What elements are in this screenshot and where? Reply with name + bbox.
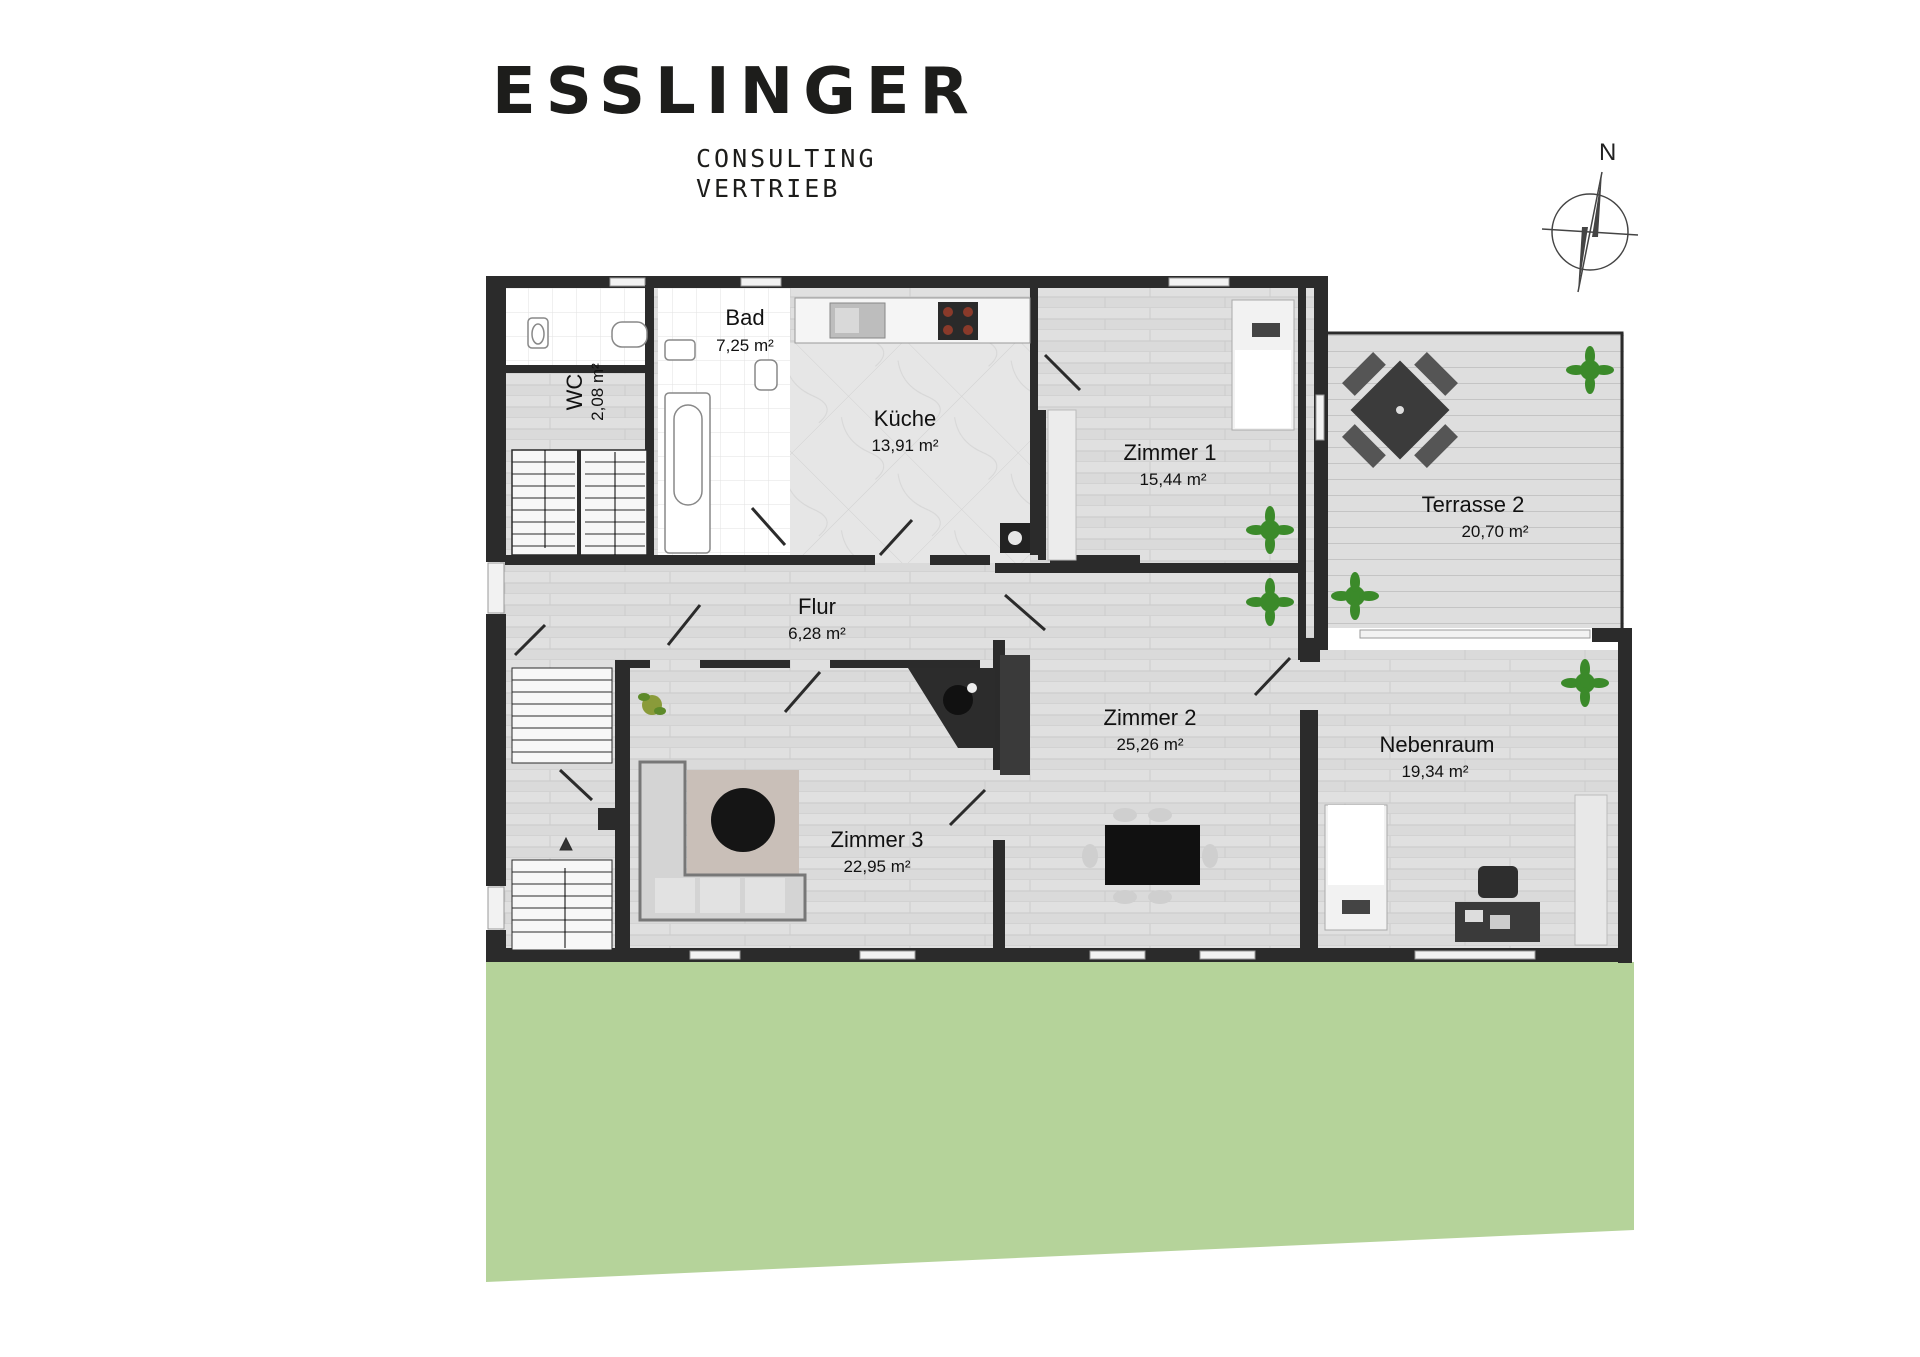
room-name-zimmer1: Zimmer 1 — [1123, 440, 1217, 465]
nebenraum-furniture — [1324, 794, 1608, 946]
room-area-zimmer1: 15,44 m² — [1139, 470, 1207, 489]
brand-logo: ESSLINGER — [492, 55, 979, 129]
kitchen-counter — [794, 297, 1031, 344]
terrace-floor — [1327, 333, 1624, 628]
room-area-terrasse2: 20,70 m² — [1461, 522, 1529, 541]
door-swings — [513, 353, 1292, 827]
room-area-bad: 7,25 m² — [716, 336, 774, 355]
logo-line-consulting: CONSULTING — [696, 144, 877, 173]
room-name-wc: WC — [562, 373, 587, 411]
room-name-nebenraum: Nebenraum — [1379, 732, 1495, 757]
wc-fixtures — [527, 317, 648, 349]
room-area-zimmer3: 22,95 m² — [843, 857, 911, 876]
room-label-wc: WC 2,08 m² — [562, 363, 608, 421]
room-area-zimmer2: 25,26 m² — [1116, 735, 1184, 754]
plant-icons — [638, 346, 1614, 715]
zimmer1-furniture — [1047, 299, 1295, 561]
room-area-wc: 2,08 m² — [588, 363, 607, 421]
room-name-bad: Bad — [725, 305, 765, 330]
stove — [908, 655, 1030, 775]
room-name-kueche: Küche — [873, 406, 937, 431]
room-name-zimmer2: Zimmer 2 — [1103, 705, 1197, 730]
room-name-flur: Flur — [798, 594, 836, 619]
room-area-flur: 6,28 m² — [788, 624, 846, 643]
logo-line-vertrieb: VERTRIEB — [696, 174, 841, 203]
room-area-nebenraum: 19,34 m² — [1401, 762, 1469, 781]
room-name-terrasse2: Terrasse 2 — [1421, 492, 1525, 517]
room-name-zimmer3: Zimmer 3 — [830, 827, 924, 852]
terrace-edge — [1328, 331, 1624, 628]
garden-area — [486, 962, 1634, 1282]
staircase-upper — [511, 449, 648, 556]
living-furniture — [638, 760, 807, 922]
staircase-lower — [511, 667, 613, 951]
interior-walls — [500, 285, 1320, 960]
bath-fixtures — [664, 339, 778, 554]
room-area-kueche: 13,91 m² — [871, 436, 939, 455]
dining-table — [1082, 808, 1218, 904]
north-label: N — [1599, 139, 1617, 166]
north-arrow-icon — [1541, 171, 1639, 293]
kitchen-floor — [790, 343, 1030, 563]
